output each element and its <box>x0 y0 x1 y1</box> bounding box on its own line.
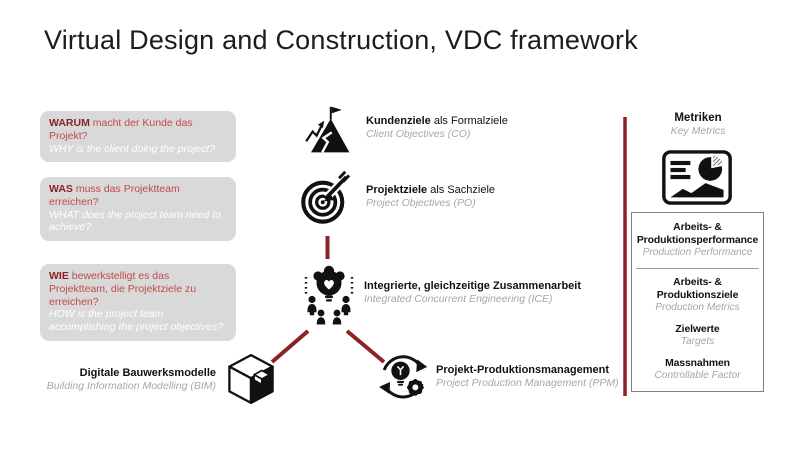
question-english: HOW is the project team accomplishing th… <box>49 308 223 334</box>
node-label-german: Projekt-Produktionsmanagement <box>436 364 609 376</box>
metrics-subtitle: Key Metrics <box>670 125 726 138</box>
node-ppm: Projekt-Produktionsmanagement Project Pr… <box>436 363 619 391</box>
collaboration-lightbulb-icon <box>304 265 354 325</box>
node-project-objectives: Projektziele als Sachziele Project Objec… <box>366 183 495 211</box>
metrics-item-targets: Zielwerte Targets <box>675 323 720 348</box>
node-label-german: Projektziele als Sachziele <box>366 184 496 196</box>
metrics-title: Metriken <box>674 112 722 124</box>
metrics-item-production-performance: Arbeits- & Produktionsperformance Produc… <box>636 222 759 269</box>
node-label-english: Project Production Management (PPM) <box>436 377 619 390</box>
target-arrow-icon <box>301 170 351 224</box>
question-english: WHY is the client doing the project? <box>49 142 216 155</box>
metrics-header: Metriken Key Metrics <box>632 111 764 139</box>
node-label-english: Project Objectives (PO) <box>366 197 476 210</box>
node-label-english: Integrated Concurrent Engineering (ICE) <box>364 293 553 306</box>
question-german: WAS muss das Projektteam erreichen? <box>49 183 180 208</box>
node-label-german: Integrierte, gleichzeitige Zusammenarbei… <box>364 280 582 292</box>
node-ice: Integrierte, gleichzeitige Zusammenarbei… <box>364 279 581 307</box>
dashboard-chart-icon <box>662 150 732 205</box>
question-box-was: WAS muss das Projektteam erreichen? WHAT… <box>40 177 236 242</box>
lightbulb-gear-cycle-icon <box>379 355 428 399</box>
node-bim: Digitale Bauwerksmodelle Building Inform… <box>40 366 216 394</box>
node-label-german: Digitale Bauwerksmodelle <box>79 367 216 379</box>
mountain-flag-icon <box>305 106 350 153</box>
cube-3d-icon <box>228 353 274 405</box>
question-english: WHAT does the project team need to achie… <box>49 208 221 234</box>
metrics-item-production-metrics: Arbeits- & Produktionsziele Production M… <box>655 276 740 314</box>
metrics-item-controllable-factor: Massnahmen Controllable Factor <box>654 357 741 382</box>
question-german: WIE bewerkstelligt es das Projektteam, d… <box>49 270 197 308</box>
question-german: WARUM macht der Kunde das Projekt? <box>49 117 193 142</box>
node-label-english: Building Information Modelling (BIM) <box>46 380 216 393</box>
page-title: Virtual Design and Construction, VDC fra… <box>44 25 638 55</box>
question-box-warum: WARUM macht der Kunde das Projekt? WHY i… <box>40 111 236 163</box>
node-label-english: Client Objectives (CO) <box>366 128 471 141</box>
metrics-box: Arbeits- & Produktionsperformance Produc… <box>631 212 764 392</box>
node-client-objectives: Kundenziele als Formalziele Client Objec… <box>366 114 508 142</box>
node-label-german: Kundenziele als Formalziele <box>366 115 508 127</box>
question-box-wie: WIE bewerkstelligt es das Projektteam, d… <box>40 264 236 341</box>
